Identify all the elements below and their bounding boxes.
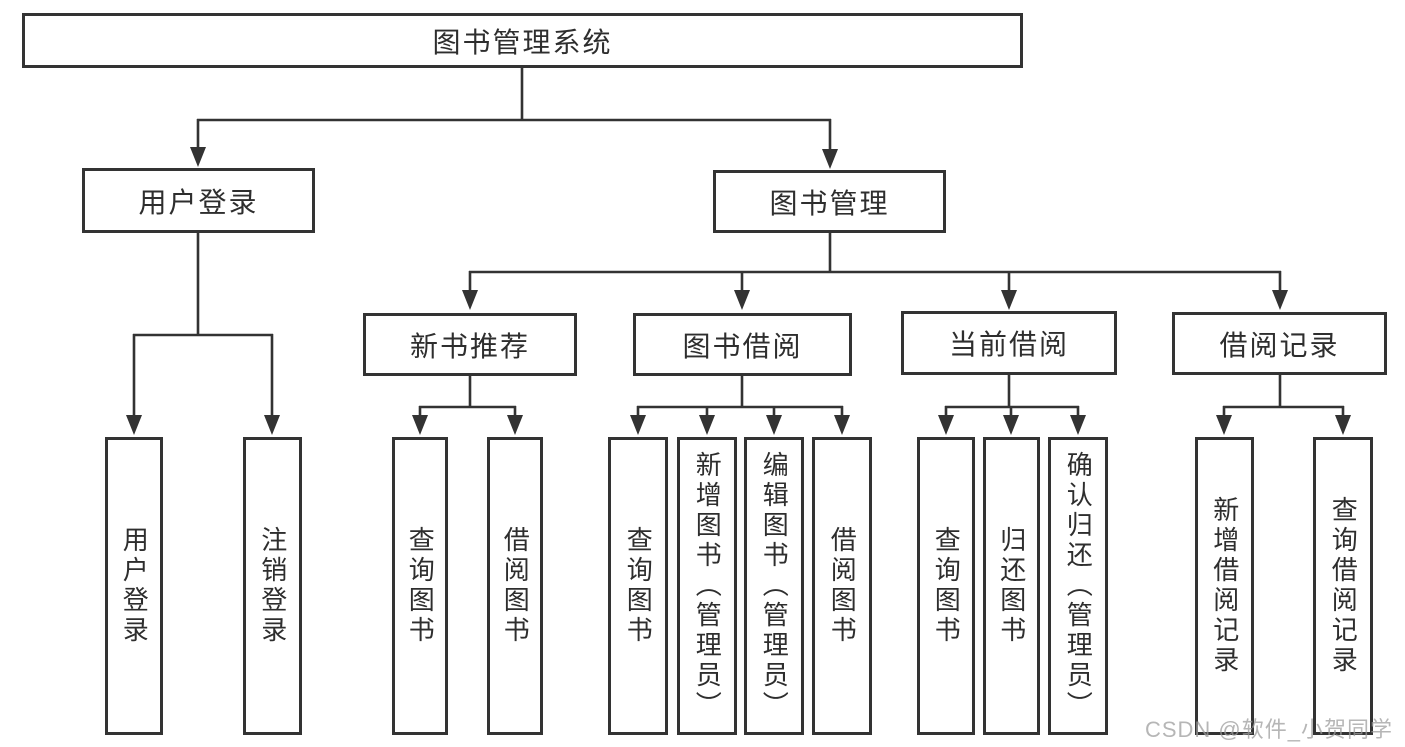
leaf-return-books: 归还图书 [983, 437, 1040, 735]
leaf-add-books-admin: 新增图书（管理员） [677, 437, 737, 735]
leaf-current-query-books: 查询图书 [917, 437, 975, 735]
leaf-return-books-label: 归还图书 [996, 526, 1027, 646]
leaf-confirm-return-admin-label: 确认归还（管理员） [1063, 451, 1094, 721]
node-current-borrow-label: 当前借阅 [948, 329, 1069, 360]
leaf-current-query-books-label: 查询图书 [931, 526, 962, 646]
node-book-management: 图书管理 [713, 170, 946, 233]
leaf-query-borrow-record: 查询借阅记录 [1313, 437, 1373, 735]
leaf-recommend-query-books-label: 查询图书 [405, 526, 436, 646]
node-borrow-records: 借阅记录 [1172, 312, 1387, 375]
leaf-borrow-query-books-label: 查询图书 [623, 526, 654, 646]
leaf-query-borrow-record-label: 查询借阅记录 [1328, 496, 1359, 676]
leaf-borrow-books: 借阅图书 [812, 437, 872, 735]
leaf-logout: 注销登录 [243, 437, 302, 735]
node-book-borrow: 图书借阅 [633, 313, 852, 376]
leaf-add-books-admin-label: 新增图书（管理员） [692, 451, 723, 721]
leaf-edit-books-admin-label: 编辑图书（管理员） [759, 451, 790, 721]
leaf-logout-label: 注销登录 [257, 526, 288, 646]
node-user-login: 用户登录 [82, 168, 315, 233]
node-new-book-recommend-label: 新书推荐 [409, 330, 530, 362]
node-borrow-records-label: 借阅记录 [1219, 329, 1340, 361]
leaf-borrow-query-books: 查询图书 [608, 437, 668, 735]
node-book-management-system-label: 图书管理系统 [432, 26, 613, 58]
node-current-borrow: 当前借阅 [901, 311, 1117, 375]
node-new-book-recommend: 新书推荐 [363, 313, 577, 376]
leaf-add-borrow-record: 新增借阅记录 [1195, 437, 1254, 735]
leaf-recommend-borrow-books-label: 借阅图书 [500, 526, 531, 646]
leaf-user-login-label: 用户登录 [119, 526, 150, 646]
node-book-management-system: 图书管理系统 [22, 13, 1023, 68]
node-book-management-label: 图书管理 [769, 187, 890, 219]
leaf-user-login: 用户登录 [105, 437, 163, 735]
leaf-edit-books-admin: 编辑图书（管理员） [744, 437, 804, 735]
node-book-borrow-label: 图书借阅 [682, 330, 803, 362]
leaf-borrow-books-label: 借阅图书 [827, 526, 858, 646]
csdn-watermark: CSDN @软件_小贺同学 [1144, 717, 1393, 742]
arrowheads [126, 147, 1351, 435]
node-user-login-label: 用户登录 [138, 186, 259, 218]
leaf-add-borrow-record-label: 新增借阅记录 [1209, 496, 1240, 676]
leaf-confirm-return-admin: 确认归还（管理员） [1048, 437, 1108, 735]
leaf-recommend-query-books: 查询图书 [392, 437, 448, 735]
leaf-recommend-borrow-books: 借阅图书 [487, 437, 543, 735]
